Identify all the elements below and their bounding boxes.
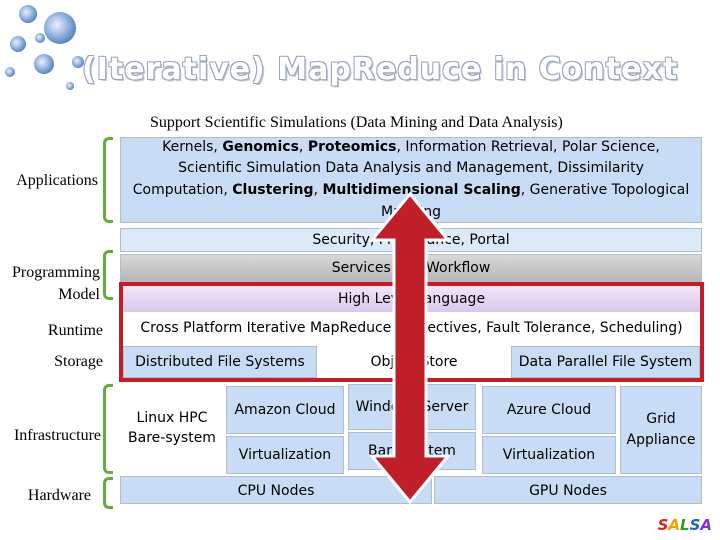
app-text-mds: Multidimensional Scaling	[322, 182, 521, 198]
label-hardware: Hardware	[27, 487, 91, 504]
grid-appliance-box: Grid Appliance	[620, 386, 702, 474]
virtualization-1-box: Virtualization	[226, 436, 344, 474]
salsa-logo: SALSA	[657, 516, 712, 534]
app-text-line2: Scientific Simulation Data Analysis and …	[178, 160, 644, 177]
grid-appliance-label: Grid Appliance	[626, 411, 696, 448]
globe-logo	[5, 5, 84, 90]
virtualization-2-label: Virtualization	[502, 446, 596, 463]
gpu-nodes-label: GPU Nodes	[529, 483, 607, 499]
app-text-sep2: ,	[313, 182, 323, 198]
label-storage: Storage	[54, 353, 103, 370]
app-text-genomics: Genomics	[222, 138, 299, 155]
app-text-gtm: , Generative Topological	[520, 182, 690, 198]
brace-applications	[103, 137, 113, 223]
brace-hardware	[103, 477, 113, 509]
brace-infrastructure	[103, 384, 113, 474]
storage-dpfs-box: Data Parallel File System	[511, 346, 700, 378]
app-text-clustering: Clustering	[232, 182, 314, 198]
cpu-nodes-label: CPU Nodes	[237, 483, 315, 499]
app-text-sep: ,	[298, 138, 308, 155]
azure-cloud-box: Azure Cloud	[482, 386, 616, 434]
storage-dpfs-label: Data Parallel File System	[518, 353, 693, 370]
app-text-proteomics: Proteomics	[307, 138, 397, 155]
subtitle: Support Scientific Simulations (Data Min…	[150, 114, 563, 131]
app-text-rest: , Information Retrieval, Polar Science,	[396, 138, 660, 155]
page-title: (Iterative) MapReduce in Context	[82, 52, 679, 87]
amazon-cloud-label: Amazon Cloud	[234, 401, 336, 418]
amazon-cloud-box: Amazon Cloud	[226, 386, 344, 434]
brace-programming-model	[103, 250, 113, 300]
linux-hpc-box: Linux HPC Bare-system	[120, 386, 224, 472]
app-text-computation: Computation,	[132, 182, 233, 198]
double-arrow-icon	[368, 192, 452, 504]
azure-cloud-label: Azure Cloud	[506, 401, 592, 418]
app-text-kernels: Kernels,	[162, 138, 223, 155]
label-applications: Applications	[16, 172, 98, 189]
virtualization-1-label: Virtualization	[238, 446, 332, 463]
linux-hpc-label: Linux HPC Bare-system	[128, 410, 216, 446]
gpu-nodes-box: GPU Nodes	[434, 476, 702, 504]
storage-dfs-box: Distributed File Systems	[123, 346, 317, 378]
label-infrastructure: Infrastructure	[13, 427, 101, 444]
virtualization-2-box: Virtualization	[482, 436, 616, 474]
label-runtime: Runtime	[47, 322, 103, 339]
storage-dfs-label: Distributed File Systems	[135, 353, 305, 370]
label-programming-model: Programming Model	[12, 264, 100, 303]
cpu-nodes-box: CPU Nodes	[120, 476, 432, 504]
